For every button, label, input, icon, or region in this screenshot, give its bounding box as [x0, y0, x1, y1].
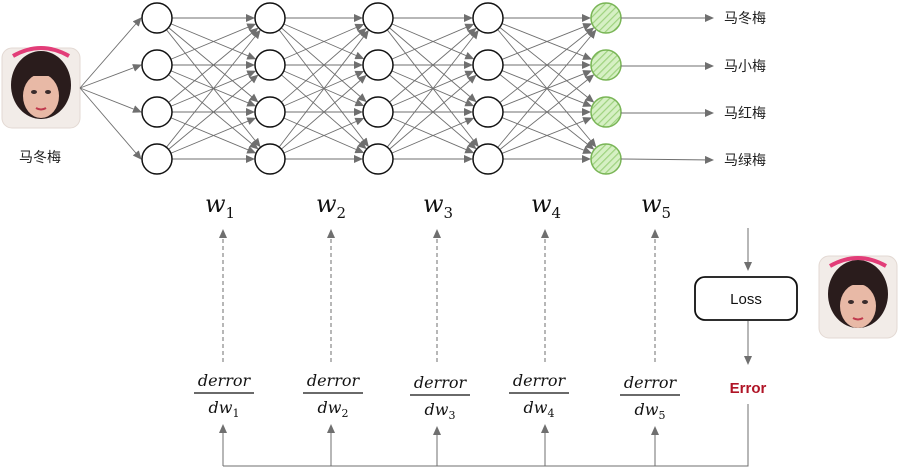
weight-labels: w1 w2 w3 w4 w5 [205, 190, 671, 222]
svg-text:derror: derror [307, 371, 361, 390]
output-label-4: 马绿梅 [724, 152, 766, 168]
connection-l3-n4-n1 [386, 29, 479, 148]
input-connection-2 [79, 64, 142, 89]
connection-l3-n3-n1 [389, 27, 477, 103]
connection-l2-n4-n3 [283, 117, 365, 154]
svg-text:derror: derror [513, 371, 567, 390]
target-photo [818, 255, 898, 339]
gradient-label-5: derror dw5 [620, 373, 680, 422]
network-neurons [141, 2, 622, 175]
svg-text:derror: derror [198, 371, 252, 390]
connection-l1-n4-n1 [166, 29, 261, 148]
input-connection-4 [79, 87, 142, 160]
loss-box: Loss [694, 276, 798, 321]
gradient-label-4: derror dw4 [509, 371, 569, 420]
update-arrows [219, 229, 659, 362]
connection-l2-n4-n2 [281, 74, 367, 150]
connection-l2-n2-n1 [283, 23, 365, 60]
svg-text:dw1: dw1 [209, 398, 240, 420]
output-neuron-1 [590, 2, 622, 34]
input-label: 马冬梅 [19, 149, 61, 165]
network-connections [79, 14, 597, 163]
neuron-l1-2 [141, 49, 173, 81]
connection-l3-n2-n1 [391, 23, 475, 60]
svg-text:dw4: dw4 [524, 398, 555, 420]
connection-l4-n4-n3 [501, 117, 593, 154]
output-neuron-3 [590, 96, 622, 128]
weight-label-2: w2 [316, 190, 346, 222]
neuron-l4-4 [472, 143, 504, 175]
svg-text:derror: derror [414, 373, 468, 392]
connection-l3-n4-n3 [391, 117, 475, 154]
weight-label-4: w4 [531, 190, 561, 222]
input-connection-1 [79, 17, 142, 89]
neuron-l3-4 [362, 143, 394, 175]
neuron-l1-1 [141, 2, 173, 34]
neuron-l2-3 [254, 96, 286, 128]
backprop-path [219, 404, 749, 467]
gradient-labels: derror dw1 derror dw2 derror dw3 derror … [194, 371, 680, 422]
input-connection-3 [79, 87, 142, 113]
output-label-1: 马冬梅 [724, 10, 766, 26]
neuron-l2-1 [254, 2, 286, 34]
loss-label: Loss [730, 291, 762, 308]
connection-l4-n3-n1 [499, 27, 595, 104]
neuron-l4-3 [472, 96, 504, 128]
gradient-label-1: derror dw1 [194, 371, 254, 420]
svg-text:dw5: dw5 [635, 400, 666, 422]
neuron-l1-4 [141, 143, 173, 175]
svg-text:derror: derror [624, 373, 678, 392]
neuron-l2-4 [254, 143, 286, 175]
output-neuron-2 [590, 49, 622, 81]
weight-label-5: w5 [641, 190, 671, 222]
neuron-l4-2 [472, 49, 504, 81]
gradient-label-2: derror dw2 [303, 371, 363, 420]
weight-label-3: w3 [423, 190, 453, 222]
output-labels: 马冬梅 马小梅 马红梅 马绿梅 [620, 10, 766, 168]
neuron-l3-1 [362, 2, 394, 34]
neuron-l2-2 [254, 49, 286, 81]
svg-text:dw2: dw2 [318, 398, 349, 420]
connection-l2-n3-n1 [281, 27, 367, 103]
gradient-label-3: derror dw3 [410, 373, 470, 422]
svg-text:dw3: dw3 [425, 400, 456, 422]
neuron-l4-1 [472, 2, 504, 34]
output-label-2: 马小梅 [724, 58, 766, 74]
error-label: Error [730, 380, 767, 397]
input-photo [1, 46, 81, 129]
connection-l4-n2-n1 [501, 23, 593, 60]
connection-l1-n4-n3 [170, 117, 257, 154]
connection-l1-n2-n1 [170, 23, 257, 60]
weight-label-1: w1 [205, 190, 235, 222]
connection-l3-n4-n2 [389, 74, 477, 150]
connection-l1-n3-n1 [168, 27, 259, 103]
neuron-l1-3 [141, 96, 173, 128]
output-neuron-4 [590, 143, 622, 175]
neuron-l3-2 [362, 49, 394, 81]
output-label-3: 马红梅 [724, 105, 766, 121]
connection-l4-n4-n1 [497, 29, 597, 148]
connection-l2-n4-n1 [278, 29, 369, 148]
connection-l1-n4-n2 [168, 74, 259, 150]
neuron-l3-3 [362, 96, 394, 128]
connection-l4-n4-n2 [499, 74, 595, 151]
